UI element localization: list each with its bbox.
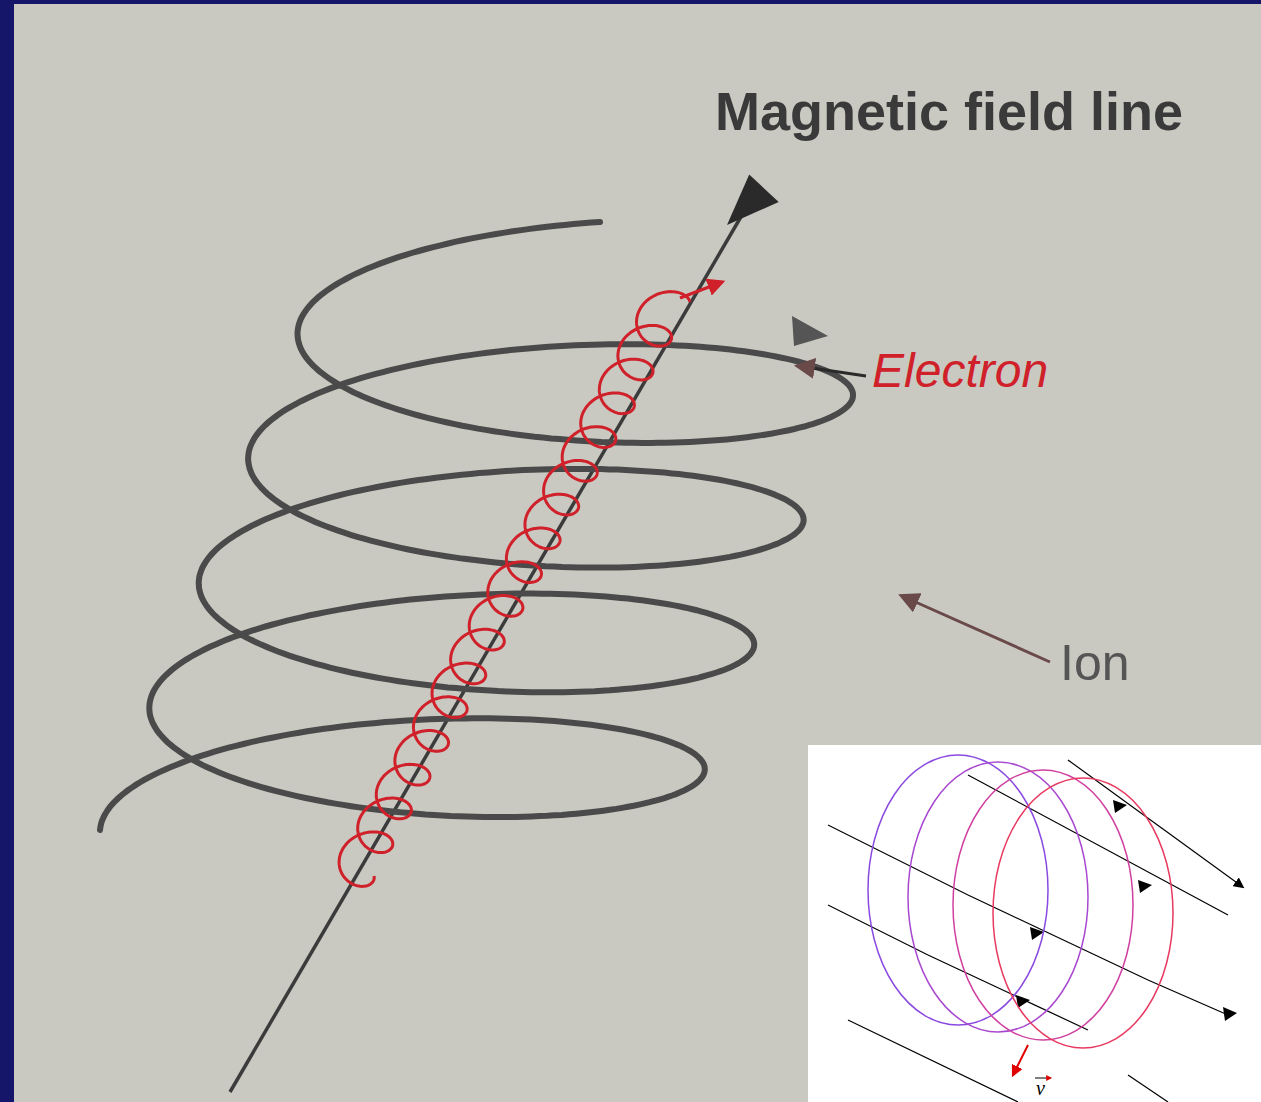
field-label: Magnetic field line [715, 82, 1183, 141]
leader-line [902, 596, 1050, 662]
electron-label: Electron [872, 345, 1048, 398]
leader-line [798, 366, 866, 376]
ion-helix [100, 222, 853, 830]
velocity-symbol: v [1036, 1077, 1045, 1099]
electron-arrow [680, 282, 722, 298]
inset-illustration [808, 745, 1261, 1102]
electron-helix [339, 292, 690, 887]
field-line [230, 215, 742, 1092]
ion-label: Ion [1060, 636, 1130, 691]
ion-arrowhead [792, 316, 828, 346]
field-arrowhead [727, 173, 782, 232]
